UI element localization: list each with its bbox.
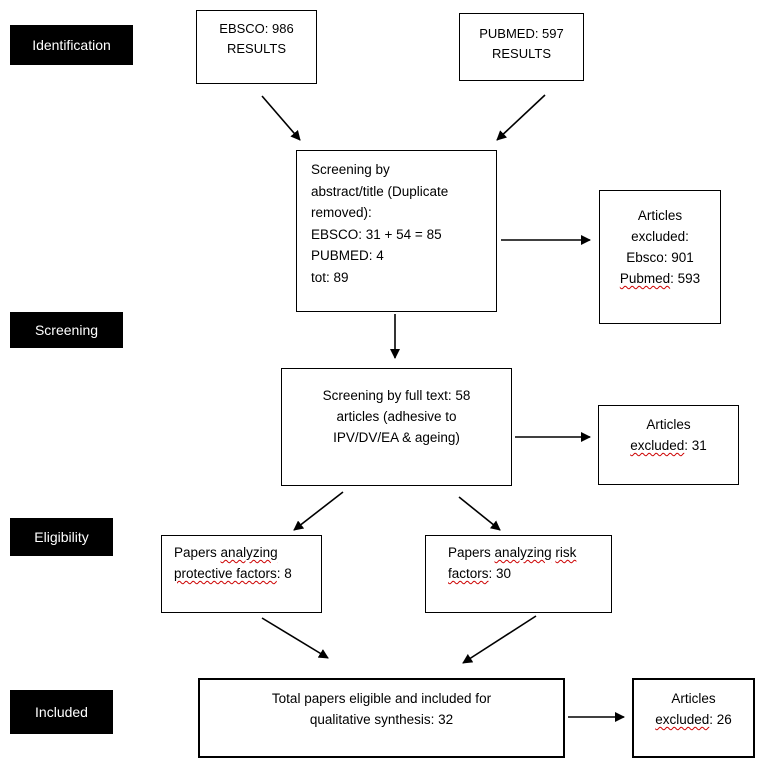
total-line-2: qualitative synthesis: 32 — [309, 712, 454, 727]
risk-word: analyzing — [494, 545, 552, 560]
arrow-risk-to-total — [462, 615, 537, 664]
excluded-label: Articles — [637, 208, 683, 223]
stage-label-identification: Identification — [10, 25, 133, 65]
excluded-pubmed-word: Pubmed — [619, 271, 671, 286]
articles-excluded-box-1: Articles excluded: Ebsco: 901 Pubmed: 59… — [599, 190, 721, 324]
risk-line-2: factors: 30 — [448, 563, 611, 584]
arrow-fulltext-to-risk — [458, 496, 501, 531]
protective-word: analyzing — [220, 545, 278, 560]
screening-abstract-line: removed): — [311, 205, 372, 220]
excluded-count-line: excluded: 31 — [630, 435, 707, 456]
screening-abstract-line: abstract/title (Duplicate — [311, 183, 449, 199]
excluded-count: : 31 — [684, 438, 707, 453]
stage-label-eligibility: Eligibility — [10, 518, 113, 556]
pubmed-results-box: PUBMED: 597 RESULTS — [459, 13, 584, 81]
screening-fulltext-box: Screening by full text: 58 articles (adh… — [281, 368, 512, 486]
pubmed-count: PUBMED: 597 — [479, 26, 564, 41]
arrow-pubmed-to-screening — [496, 94, 546, 141]
total-line-1: Total papers eligible and included for — [271, 691, 492, 706]
total-included-box: Total papers eligible and included for q… — [198, 678, 565, 758]
excluded-word: excluded — [630, 438, 685, 453]
arrow-ebsco-to-screening — [261, 95, 301, 141]
excluded-pubmed-count: : 593 — [670, 271, 701, 286]
excluded-label: Articles — [671, 691, 716, 706]
arrow-fulltext-to-protective — [293, 491, 344, 531]
excluded-label: excluded: — [631, 229, 689, 244]
stage-label-included: Included — [10, 690, 113, 734]
ebsco-results-box: EBSCO: 986 RESULTS — [196, 10, 317, 84]
articles-excluded-box-3: Articles excluded: 26 — [632, 678, 755, 758]
excluded-label: Articles — [646, 417, 691, 432]
protective-word: Papers — [174, 545, 217, 560]
risk-word: Papers — [448, 545, 491, 560]
risk-factors-word: factors — [448, 566, 489, 581]
ebsco-count: EBSCO: 986 — [219, 21, 294, 36]
risk-line-1: Papers analyzing risk — [448, 542, 611, 563]
risk-factors-box: Papers analyzing risk factors: 30 — [425, 535, 612, 613]
stage-label-screening: Screening — [10, 312, 123, 348]
excluded-count-line: excluded: 26 — [655, 709, 732, 730]
screening-abstract-line: tot: 89 — [311, 269, 349, 285]
screening-fulltext-line: articles (adhesive to — [336, 409, 457, 424]
screening-fulltext-line: Screening by full text: 58 — [322, 388, 471, 403]
screening-abstract-line: Screening by — [311, 162, 390, 177]
pubmed-results-label: RESULTS — [492, 46, 551, 61]
excluded-ebsco: Ebsco: 901 — [626, 250, 694, 265]
protective-line-1: Papers analyzing — [174, 542, 321, 563]
articles-excluded-box-2: Articles excluded: 31 — [598, 405, 739, 485]
screening-abstract-line: PUBMED: 4 — [311, 248, 384, 263]
excluded-word: excluded — [655, 712, 710, 727]
ebsco-results-label: RESULTS — [227, 41, 286, 56]
risk-word: risk — [555, 545, 577, 560]
screening-abstract-line: EBSCO: 31 + 54 = 85 — [311, 226, 442, 242]
risk-count: : 30 — [488, 566, 512, 581]
protective-factors-word: protective factors — [174, 566, 277, 581]
excluded-pubmed: Pubmed: 593 — [620, 268, 700, 289]
excluded-count: : 26 — [709, 712, 732, 727]
screening-abstract-box: Screening by abstract/title (Duplicate r… — [296, 150, 497, 312]
protective-factors-box: Papers analyzing protective factors: 8 — [161, 535, 322, 613]
screening-fulltext-line: IPV/DV/EA & ageing) — [333, 430, 460, 445]
arrow-protective-to-total — [261, 617, 329, 659]
protective-count: : 8 — [276, 566, 292, 581]
protective-line-2: protective factors: 8 — [174, 563, 321, 584]
